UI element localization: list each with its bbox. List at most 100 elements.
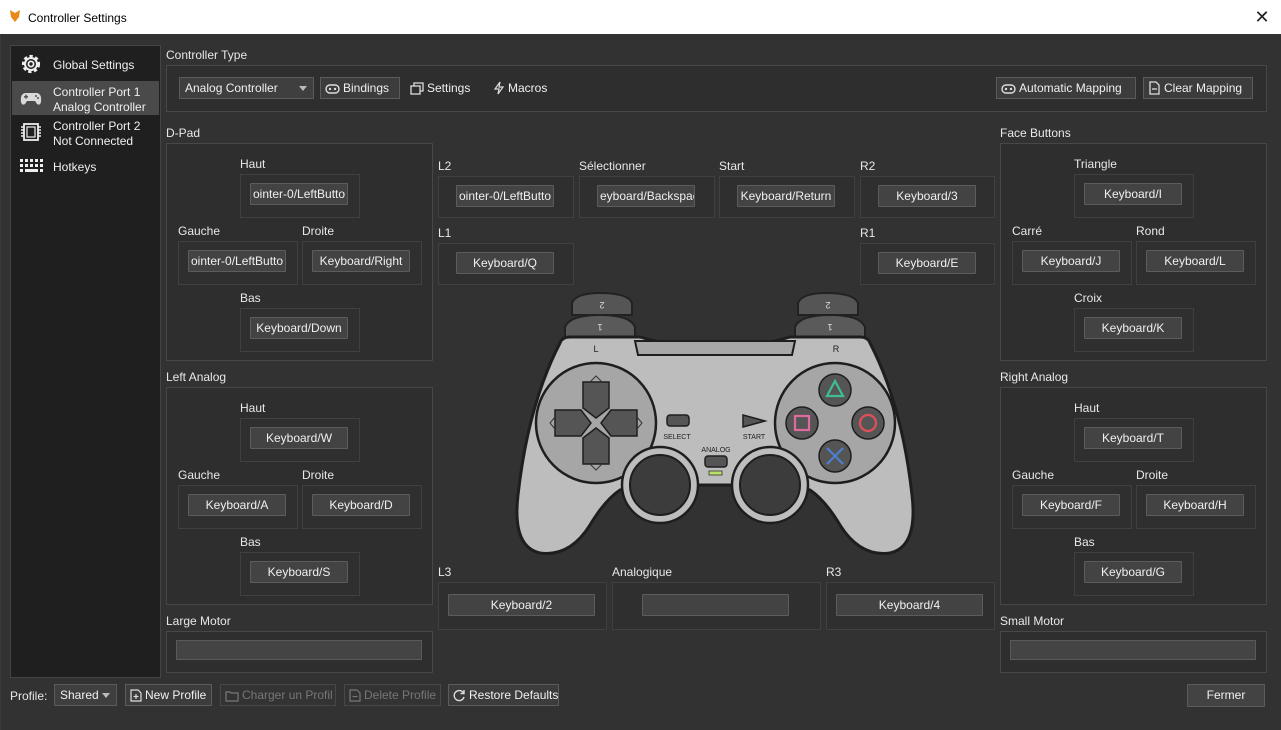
- close-window-icon[interactable]: ✕: [1254, 7, 1270, 27]
- l2-binding-button[interactable]: ointer-0/LeftButto: [456, 185, 554, 207]
- right-analog-up-label: Haut: [1074, 401, 1100, 415]
- left-analog-left-binding-button[interactable]: Keyboard/A: [188, 494, 286, 516]
- start-label: Start: [719, 159, 745, 173]
- left-analog-up-label: Haut: [240, 401, 266, 415]
- restore-defaults-label: Restore Defaults: [469, 688, 559, 702]
- large-motor-label: Large Motor: [166, 614, 231, 628]
- delete-profile-label: Delete Profile: [364, 688, 437, 702]
- right-analog-up-binding-button[interactable]: Keyboard/T: [1084, 427, 1182, 449]
- restore-defaults-button[interactable]: Restore Defaults: [448, 684, 559, 706]
- controller-type-label: Controller Type: [166, 48, 248, 62]
- left-analog-right-label: Droite: [302, 468, 335, 482]
- r2-glyph: 2: [825, 300, 830, 310]
- l1-binding-button[interactable]: Keyboard/Q: [456, 252, 554, 274]
- left-analog-right-binding-button[interactable]: Keyboard/D: [312, 494, 410, 516]
- select-button-graphic: [666, 414, 690, 427]
- square-binding-button[interactable]: Keyboard/J: [1022, 250, 1120, 272]
- large-motor-binding-button[interactable]: [176, 640, 422, 660]
- new-profile-button[interactable]: New Profile: [125, 684, 212, 706]
- dpad-graphic: [554, 381, 638, 465]
- l3-label: L3: [438, 565, 452, 579]
- r3-binding-button[interactable]: Keyboard/4: [836, 594, 983, 616]
- sidebar-item-global-settings[interactable]: Global Settings: [12, 47, 159, 81]
- dpad-group-label: D-Pad: [166, 126, 201, 140]
- lightning-icon: [493, 81, 505, 95]
- profile-value: Shared: [60, 688, 99, 702]
- face-buttons-group-label: Face Buttons: [1000, 126, 1071, 140]
- dpad-left-binding-button[interactable]: ointer-0/LeftButto: [188, 250, 286, 272]
- r2-label: R2: [860, 159, 876, 173]
- left-stick-graphic: [629, 454, 691, 516]
- chip-icon: [21, 123, 41, 141]
- right-analog-down-binding-button[interactable]: Keyboard/G: [1084, 561, 1182, 583]
- r-text: R: [833, 344, 840, 354]
- load-profile-button[interactable]: Charger un Profil: [220, 684, 336, 706]
- window-title: Controller Settings: [28, 11, 127, 25]
- profile-select[interactable]: Shared: [54, 684, 117, 706]
- sidebar-item-controller-port-2[interactable]: Controller Port 2 Not Connected: [12, 115, 159, 149]
- sidebar-item-label: Global Settings: [53, 58, 135, 72]
- bindings-button[interactable]: Bindings: [320, 77, 400, 99]
- gamepad-small-icon: [1001, 84, 1016, 94]
- r1-label: R1: [860, 226, 876, 240]
- macros-label: Macros: [508, 81, 548, 95]
- r1-binding-button[interactable]: Keyboard/E: [878, 252, 976, 274]
- start-text: START: [743, 434, 766, 441]
- small-motor-binding-button[interactable]: [1010, 640, 1256, 660]
- square-button-graphic: [785, 406, 819, 440]
- right-stick-graphic: [739, 454, 801, 516]
- automatic-mapping-button[interactable]: Automatic Mapping: [996, 77, 1136, 99]
- circle-binding-button[interactable]: Keyboard/L: [1146, 250, 1244, 272]
- profile-label: Profile:: [10, 689, 48, 703]
- right-analog-group-label: Right Analog: [1000, 370, 1069, 384]
- right-analog-right-binding-button[interactable]: Keyboard/H: [1146, 494, 1244, 516]
- triangle-label: Triangle: [1074, 157, 1117, 171]
- circle-button-graphic: [851, 406, 885, 440]
- clear-mapping-label: Clear Mapping: [1164, 81, 1243, 95]
- start-binding-button[interactable]: Keyboard/Return: [737, 185, 835, 207]
- small-motor-label: Small Motor: [1000, 614, 1065, 628]
- select-binding-button[interactable]: eyboard/Backspac: [597, 185, 695, 207]
- controller-type-select[interactable]: Analog Controller: [179, 77, 314, 99]
- dpad-down-label: Bas: [240, 291, 261, 305]
- macros-button[interactable]: Macros: [493, 77, 553, 99]
- delete-profile-button[interactable]: Delete Profile: [344, 684, 441, 706]
- sidebar-item-label: Hotkeys: [53, 160, 97, 174]
- clear-mapping-button[interactable]: Clear Mapping: [1143, 77, 1253, 99]
- left-analog-up-binding-button[interactable]: Keyboard/W: [250, 427, 348, 449]
- title-bar: Controller Settings ✕: [0, 0, 1281, 34]
- l1-glyph: 1: [597, 322, 602, 332]
- sidebar-item-sublabel: Analog Controller: [53, 100, 146, 114]
- gamepad-illustration: 2 1 2 1 L R SELECT START ANALOG: [515, 291, 915, 555]
- settings-button[interactable]: Settings: [410, 77, 475, 99]
- sidebar-item-sublabel: Not Connected: [53, 134, 134, 148]
- sidebar-item-controller-port-1[interactable]: Controller Port 1 Analog Controller: [12, 81, 159, 115]
- cross-icon: [826, 447, 844, 465]
- r2-binding-button[interactable]: Keyboard/3: [878, 185, 976, 207]
- triangle-binding-button[interactable]: Keyboard/I: [1084, 183, 1182, 205]
- gamepad-small-icon: [325, 84, 340, 94]
- analog-label: Analogique: [612, 565, 673, 579]
- circle-icon: [858, 413, 878, 433]
- l-text: L: [593, 344, 598, 354]
- l1-label: L1: [438, 226, 452, 240]
- analog-binding-button[interactable]: [642, 594, 789, 616]
- triangle-button-graphic: [818, 373, 852, 407]
- document-icon: [1149, 81, 1160, 95]
- sidebar-item-hotkeys[interactable]: Hotkeys: [12, 149, 159, 183]
- keyboard-icon: [20, 159, 43, 172]
- dpad-down-binding-button[interactable]: Keyboard/Down: [250, 317, 348, 339]
- left-analog-down-binding-button[interactable]: Keyboard/S: [250, 561, 348, 583]
- close-button[interactable]: Fermer: [1187, 684, 1265, 707]
- analog-led: [708, 470, 723, 476]
- controller-type-value: Analog Controller: [185, 81, 278, 95]
- l2-glyph: 2: [599, 300, 604, 310]
- right-shoulder-buttons: [794, 291, 866, 342]
- refresh-icon: [453, 689, 465, 702]
- dpad-up-binding-button[interactable]: ointer-0/LeftButto: [250, 183, 348, 205]
- right-analog-left-binding-button[interactable]: Keyboard/F: [1022, 494, 1120, 516]
- dpad-right-binding-button[interactable]: Keyboard/Right: [312, 250, 410, 272]
- l2-label: L2: [438, 159, 452, 173]
- cross-binding-button[interactable]: Keyboard/K: [1084, 317, 1182, 339]
- l3-binding-button[interactable]: Keyboard/2: [448, 594, 595, 616]
